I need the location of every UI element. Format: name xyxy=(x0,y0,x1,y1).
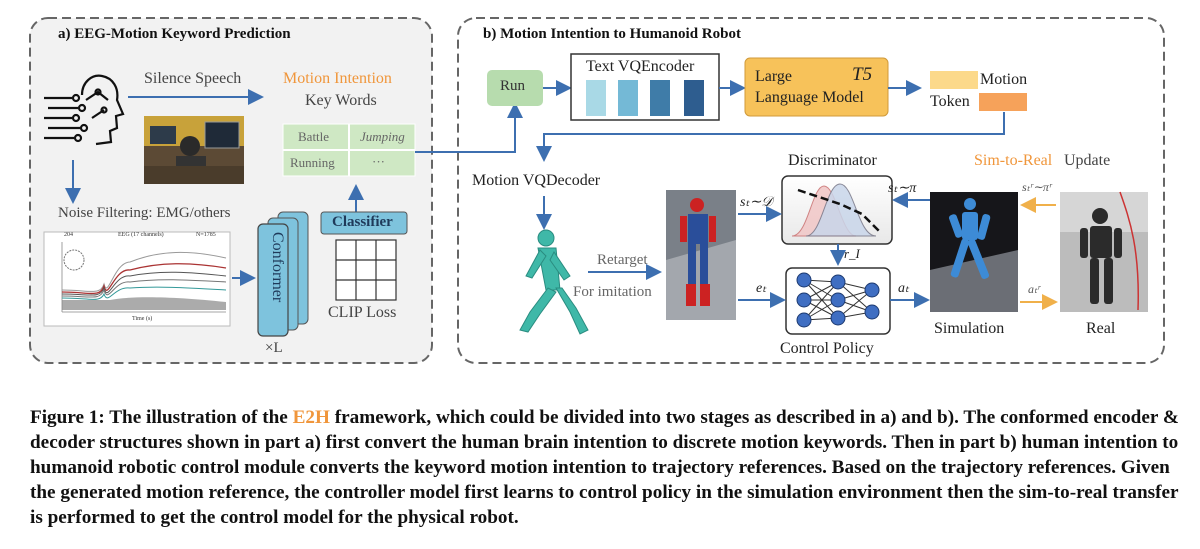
run-box xyxy=(487,70,543,106)
eeg-xaxis-label: Time (s) xyxy=(132,316,153,322)
keyword-grid xyxy=(282,123,416,177)
real-label: Real xyxy=(1086,320,1116,337)
motion-label: Motion xyxy=(980,71,1028,88)
discriminator-label: Discriminator xyxy=(788,152,877,169)
text-vq-encoder-label: Text VQEncoder xyxy=(586,58,695,75)
silence-speech-label: Silence Speech xyxy=(144,70,242,87)
update-label: Update xyxy=(1064,152,1111,169)
keyword-battle: Battle xyxy=(298,129,330,144)
brain-head-icon xyxy=(44,74,125,146)
times-l-label: ×L xyxy=(265,340,283,356)
classifier-label: Classifier xyxy=(332,214,393,230)
robot-imitation-image xyxy=(666,190,736,320)
sim-to-real-label: Sim-to-Real xyxy=(974,152,1053,169)
noise-filtering-label: Noise Filtering: EMG/others xyxy=(58,205,231,221)
eeg-plot xyxy=(43,231,231,327)
discriminator-chart xyxy=(781,175,893,245)
keyword-ellipsis: ··· xyxy=(372,154,385,169)
eeg-title: EEG (17 channels) xyxy=(118,232,164,238)
token-label: Token xyxy=(930,93,970,110)
keyword-jumping: Jumping xyxy=(360,129,405,144)
panel-a-title: a) EEG-Motion Keyword Prediction xyxy=(58,26,291,42)
motion-figure-icon xyxy=(519,229,589,335)
symbol-at-r: aₜʳ xyxy=(1028,282,1041,296)
lab-photo xyxy=(144,116,244,184)
control-policy-label: Control Policy xyxy=(780,340,874,357)
motion-intention-label: Motion Intention xyxy=(283,70,392,87)
retarget-label: Retarget xyxy=(597,252,648,268)
eeg-left-label: 204 xyxy=(64,232,73,238)
clip-matrix xyxy=(335,239,397,301)
key-words-label: Key Words xyxy=(305,92,377,109)
conformer-label: Conformer xyxy=(269,232,286,303)
llm-label-line1: Large xyxy=(755,68,793,85)
motion-vq-decoder-label: Motion VQDecoder xyxy=(472,172,601,189)
caption-highlight-e2h: E2H xyxy=(292,407,330,428)
caption-prefix: Figure 1: The illustration of the xyxy=(30,407,293,428)
figure-caption: Figure 1: The illustration of the E2H fr… xyxy=(30,405,1180,530)
symbol-et: eₜ xyxy=(756,281,767,296)
control-policy-network xyxy=(785,267,891,335)
keyword-running: Running xyxy=(290,155,335,170)
text-vq-encoder-box xyxy=(570,53,720,121)
symbol-st-r: sₜʳ∼πʳ xyxy=(1022,180,1052,194)
real-robot-photo xyxy=(1060,191,1148,312)
simulation-image xyxy=(930,192,1018,312)
symbol-st-d: sₜ∼𝒟 xyxy=(740,195,773,210)
run-label: Run xyxy=(500,78,526,94)
panel-b-title: b) Motion Intention to Humanoid Robot xyxy=(483,26,741,42)
clip-loss-label: CLIP Loss xyxy=(328,304,397,321)
for-imitation-label: For imitation xyxy=(573,284,652,300)
symbol-at: aₜ xyxy=(898,281,910,296)
llm-label-line2: Language Model xyxy=(755,89,864,106)
t5-label: T5 xyxy=(852,64,873,85)
conformer-stack xyxy=(257,211,309,337)
motion-token-bar-2 xyxy=(979,93,1027,111)
symbol-st-pi: sₜ∼π xyxy=(888,181,917,196)
eeg-right-label: N=1785 xyxy=(196,232,216,238)
symbol-r-i: r_I xyxy=(844,246,860,261)
motion-token-bar-1 xyxy=(930,71,978,89)
caption-rest: framework, which could be divided into t… xyxy=(30,407,1179,528)
simulation-label: Simulation xyxy=(934,320,1005,337)
classifier-box xyxy=(320,211,408,235)
